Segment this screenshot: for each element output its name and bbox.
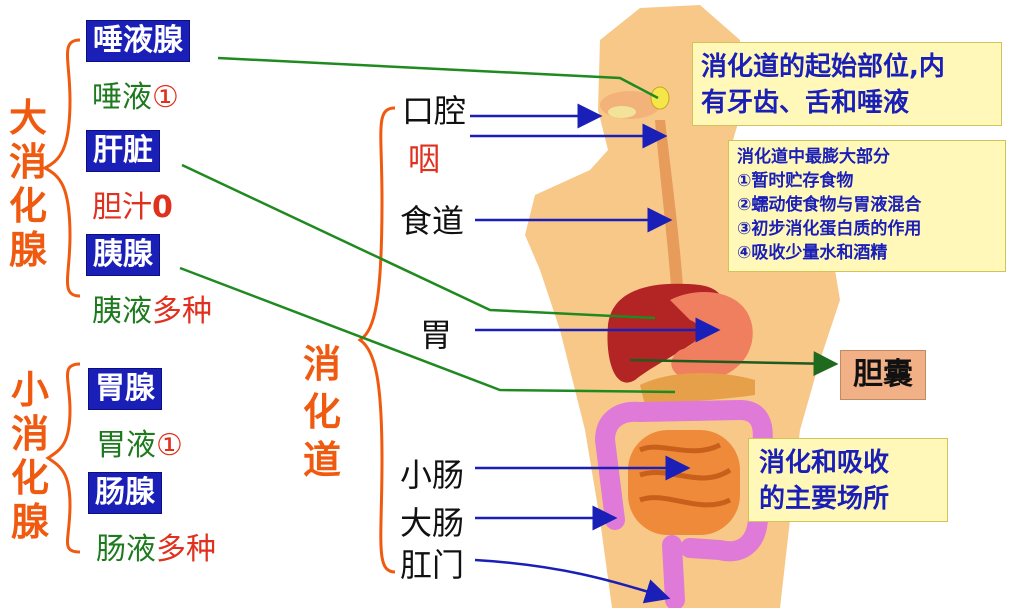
organ-pharynx: 咽 (408, 134, 440, 180)
category-char: 化 (8, 456, 52, 500)
gland-salivary: 唾液腺 (86, 20, 190, 62)
category-char: 大 (6, 96, 50, 140)
organ-small-intestine: 小肠 (400, 450, 464, 496)
rectum-shape (672, 545, 675, 600)
category-char: 小 (8, 368, 52, 412)
juice-label: 唾液 (92, 80, 152, 115)
juice-saliva: 唾液① (92, 72, 179, 116)
category-char: 化 (300, 388, 344, 436)
gland-pancreas: 胰腺 (86, 234, 160, 276)
gland-intestinal: 肠腺 (88, 472, 162, 514)
juice-label: 胃液 (96, 428, 156, 463)
small-glands-category: 小 消 化 腺 (8, 368, 52, 544)
category-char: 化 (6, 184, 50, 228)
juice-note: ① (152, 80, 179, 115)
juice-note: ① (156, 428, 183, 463)
organ-large-intestine: 大肠 (400, 498, 464, 544)
note-mouth: 消化道的起始部位,内 有牙齿、舌和唾液 (692, 42, 1002, 126)
note-point: ②蠕动使食物与胃液混合 (737, 193, 997, 217)
category-char: 消 (6, 140, 50, 184)
brace-small-glands (48, 364, 80, 552)
gland-liver: 肝脏 (86, 130, 160, 172)
organ-esophagus: 食道 (400, 196, 464, 242)
note-title: 消化道中最膨大部分 (737, 145, 997, 169)
note-line: 消化和吸收 (759, 445, 937, 481)
note-line: 的主要场所 (759, 481, 937, 517)
note-point: ④吸收少量水和酒精 (737, 241, 997, 265)
category-char: 消 (8, 412, 52, 456)
gland-gastric: 胃腺 (88, 368, 162, 410)
note-intestine: 消化和吸收 的主要场所 (748, 438, 948, 522)
category-char: 腺 (6, 228, 50, 272)
note-line: 消化道的起始部位,内 (701, 49, 993, 85)
organ-anus: 肛门 (400, 540, 464, 586)
gallbladder-label: 胆囊 (840, 350, 926, 400)
juice-gastric: 胃液① (96, 420, 183, 464)
juice-note: 多种 (156, 532, 216, 567)
juice-intestinal: 肠液多种 (96, 524, 216, 568)
category-char: 腺 (8, 500, 52, 544)
juice-label: 胰液 (92, 294, 152, 329)
juice-pancreatic: 胰液多种 (92, 286, 212, 330)
juice-bile: 胆汁0 (92, 182, 173, 226)
juice-note: 多种 (152, 294, 212, 329)
big-glands-category: 大 消 化 腺 (6, 96, 50, 272)
note-line: 有牙齿、舌和唾液 (701, 85, 993, 121)
note-point: ③初步消化蛋白质的作用 (737, 217, 997, 241)
juice-note: 0 (152, 190, 173, 225)
category-char: 道 (300, 436, 344, 484)
note-point: ①暂时贮存食物 (737, 169, 997, 193)
tongue-shape (608, 106, 636, 118)
organ-stomach: 胃 (420, 310, 452, 356)
salivary-gland-shape (651, 87, 669, 109)
brace-digestive-tract (360, 108, 395, 572)
category-char: 消 (300, 340, 344, 388)
organ-mouth: 口腔 (402, 86, 466, 132)
brace-big-glands (45, 40, 80, 296)
note-stomach: 消化道中最膨大部分 ①暂时贮存食物 ②蠕动使食物与胃液混合 ③初步消化蛋白质的作… (728, 140, 1006, 272)
digestive-tract-category: 消 化 道 (300, 340, 344, 484)
juice-label: 肠液 (96, 532, 156, 567)
juice-label: 胆汁 (92, 190, 152, 225)
